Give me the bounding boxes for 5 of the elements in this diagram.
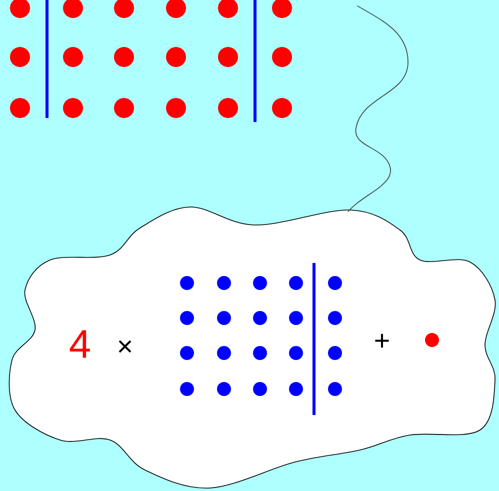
math-symbol: + — [375, 334, 389, 348]
tail-line — [348, 5, 408, 212]
math-symbol: 4 — [70, 330, 90, 358]
math-symbol: × — [118, 340, 132, 353]
dot-array-drawing — [10, 0, 292, 122]
